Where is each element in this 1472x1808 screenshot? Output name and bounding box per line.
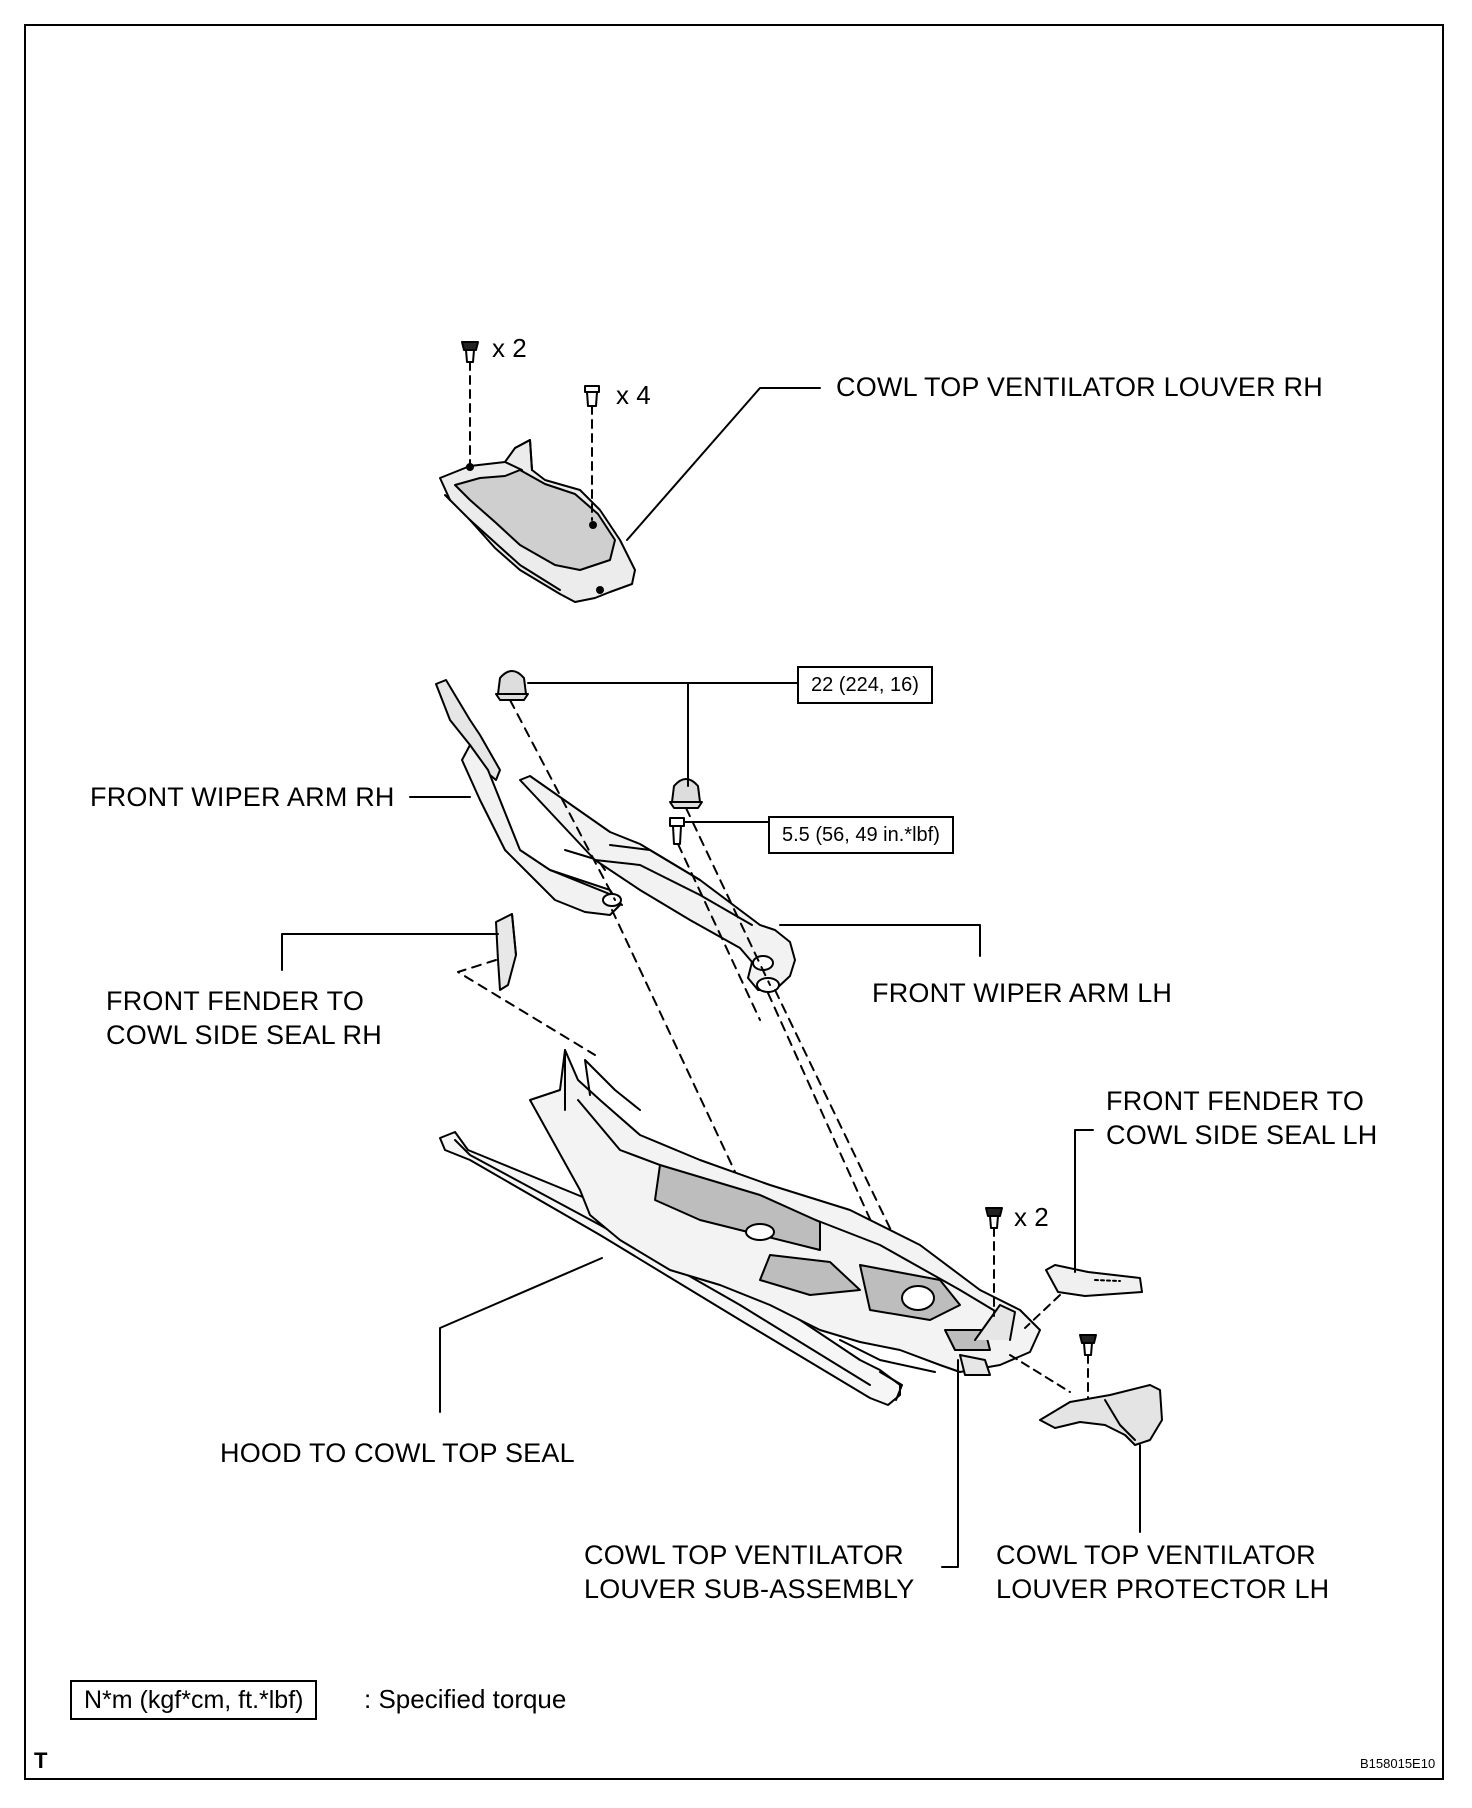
label-fender-seal-rh-line1: FRONT FENDER TO xyxy=(106,986,365,1016)
dashed-guide xyxy=(1009,1354,1071,1393)
fender-seal-lh-part xyxy=(1045,1264,1143,1297)
dashed-guide xyxy=(1024,1294,1061,1329)
figure-id: B158015E10 xyxy=(1360,1756,1436,1771)
leader-line xyxy=(527,682,689,787)
leader-line xyxy=(779,924,981,957)
label-front-wiper-arm-lh: FRONT WIPER ARM LH xyxy=(872,978,1173,1008)
torque-value-screw: 5.5 (56, 49 in.*lbf) xyxy=(768,816,954,854)
clip-fastener-protector xyxy=(1079,1334,1097,1356)
quantity-label: x 2 xyxy=(1014,1202,1049,1232)
label-cowl-louver-rh: COWL TOP VENTILATOR LOUVER RH xyxy=(836,372,1323,402)
torque-legend-box: N*m (kgf*cm, ft.*lbf) xyxy=(70,1680,318,1720)
leader-line xyxy=(439,1257,603,1413)
front-wiper-arm-rh-part xyxy=(435,679,623,916)
screw-part xyxy=(669,817,685,845)
leader-line xyxy=(1074,1129,1094,1273)
leader-line xyxy=(281,933,499,971)
wiper-nut-lh xyxy=(669,778,703,809)
leader-line xyxy=(626,387,821,541)
torque-value-wiper-nut: 22 (224, 16) xyxy=(797,666,933,704)
dashed-guide xyxy=(685,807,771,986)
dashed-guide xyxy=(677,843,761,1021)
label-fender-seal-lh-line1: FRONT FENDER TO xyxy=(1106,1086,1365,1116)
label-fender-seal-rh-line2: COWL SIDE SEAL RH xyxy=(106,1020,382,1050)
label-hood-to-cowl-top-seal: HOOD TO COWL TOP SEAL xyxy=(220,1438,575,1468)
torque-legend-text: : Specified torque xyxy=(364,1684,567,1714)
dashed-guide xyxy=(509,699,616,901)
label-sub-assembly-line1: COWL TOP VENTILATOR xyxy=(584,1540,904,1570)
quantity-label: x 2 xyxy=(492,333,527,363)
diagram-frame xyxy=(24,24,1444,1780)
label-front-wiper-arm-rh: FRONT WIPER ARM RH xyxy=(90,782,395,812)
leader-line xyxy=(941,1359,959,1568)
louver-protector-lh-part xyxy=(1039,1384,1163,1446)
dashed-guide xyxy=(457,959,596,1056)
label-fender-seal-lh-line2: COWL SIDE SEAL LH xyxy=(1106,1120,1378,1150)
corner-mark: T xyxy=(34,1748,48,1773)
label-protector-lh-line2: LOUVER PROTECTOR LH xyxy=(996,1574,1330,1604)
fender-seal-rh-part xyxy=(495,913,517,991)
cowl-louver-sub-assembly-part xyxy=(529,1049,1041,1376)
clip-fastener-lh xyxy=(985,1207,1003,1229)
label-protector-lh-line1: COWL TOP VENTILATOR xyxy=(996,1540,1316,1570)
label-sub-assembly-line2: LOUVER SUB-ASSEMBLY xyxy=(584,1574,915,1604)
cowl-louver-rh-part xyxy=(439,439,636,603)
quantity-label: x 4 xyxy=(616,380,651,410)
wiper-nut-rh xyxy=(495,670,529,701)
clip-fastener-rh-louver xyxy=(584,385,600,407)
clip-fastener-rh xyxy=(461,341,479,363)
dashed-guide xyxy=(774,989,916,1281)
